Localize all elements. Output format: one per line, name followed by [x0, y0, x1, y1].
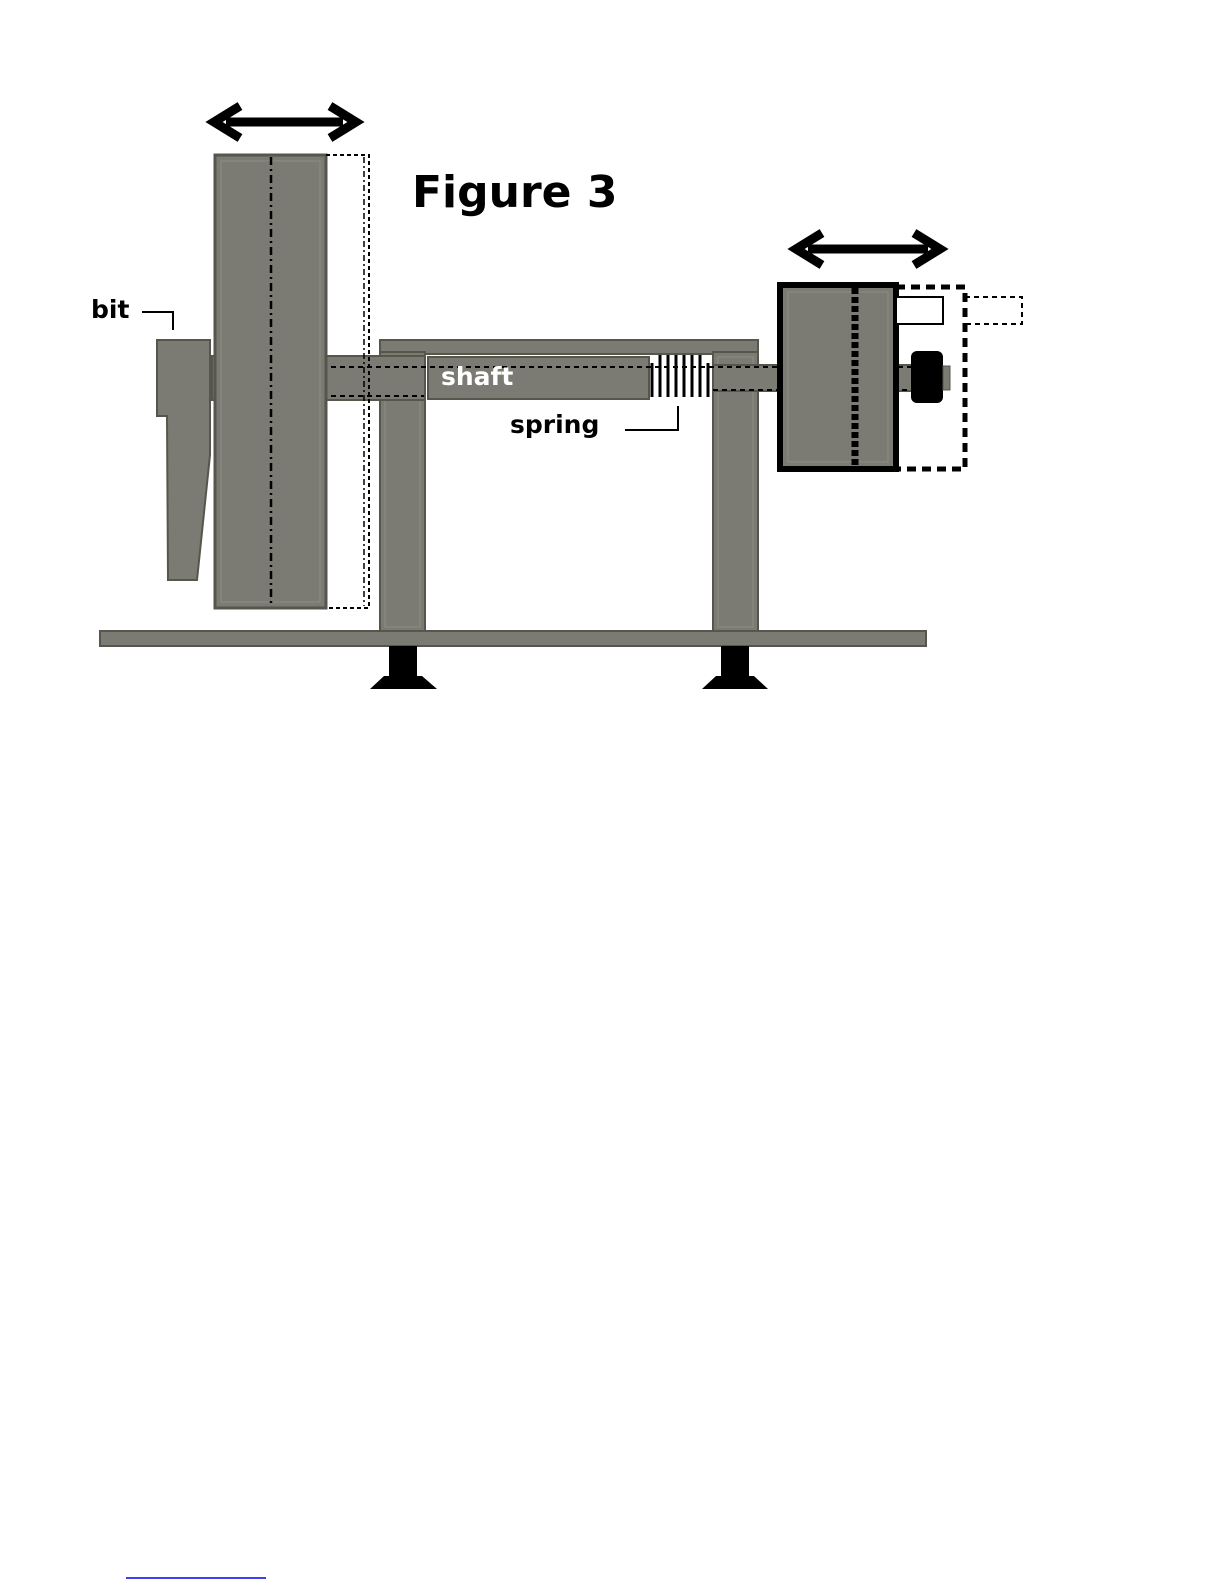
- base-plate: [100, 631, 926, 646]
- right-wheel: [780, 285, 896, 469]
- left-double-arrow-icon: [214, 106, 356, 138]
- bit-label: bit: [91, 295, 129, 324]
- figure-title: Figure 3: [412, 167, 617, 218]
- spring-leader-line: [625, 406, 678, 430]
- shaft-label: shaft: [441, 362, 513, 391]
- cutting-bit: [157, 340, 210, 580]
- spring-label: spring: [510, 410, 599, 439]
- right-foot: [702, 646, 768, 689]
- right-double-arrow-icon: [796, 233, 940, 265]
- shaft-end-nut: [911, 351, 950, 403]
- left-wheel: [215, 155, 326, 608]
- left-foot: [370, 646, 437, 689]
- bit-leader-line: [142, 312, 173, 330]
- spring: [652, 355, 708, 397]
